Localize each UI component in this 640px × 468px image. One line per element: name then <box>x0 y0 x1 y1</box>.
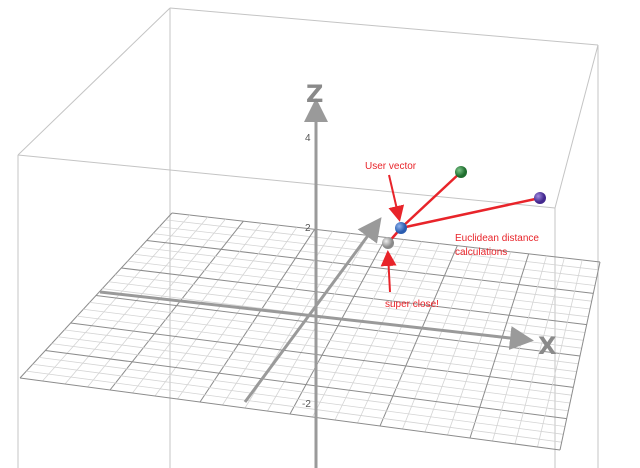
grid-line <box>32 363 564 435</box>
user-vector-sphere[interactable] <box>395 222 407 234</box>
grid-line <box>26 370 562 443</box>
grid-line <box>19 377 561 451</box>
grid-line <box>38 356 566 427</box>
user-vector-annotation: User vector <box>365 161 417 172</box>
grid-line <box>95 295 581 357</box>
y-axis <box>243 217 382 403</box>
euclidean-annotation-line1: Euclidean distance <box>455 233 539 244</box>
z-tick-label: 2 <box>305 223 311 234</box>
grid-line <box>537 259 583 448</box>
grid-line <box>312 239 405 418</box>
super-close-arrow <box>380 250 397 293</box>
grid-line <box>89 301 579 365</box>
z-tick-label: -2 <box>302 399 311 410</box>
grid-line <box>76 315 576 380</box>
grid-line <box>45 350 567 420</box>
x-axis <box>99 290 534 350</box>
z-tick-label: 4 <box>305 133 311 144</box>
green-point-sphere[interactable] <box>455 166 467 178</box>
close-point-sphere[interactable] <box>382 237 394 249</box>
grid-line <box>514 257 565 445</box>
xy-grid-plane <box>19 212 601 451</box>
grid-line <box>70 322 574 388</box>
axes: Z X 4 2 -2 <box>99 80 557 468</box>
super-close-annotation: super close! <box>385 299 439 310</box>
z-axis-label: Z <box>306 80 323 108</box>
purple-point-sphere[interactable] <box>534 192 546 204</box>
user-vector-arrow <box>388 174 405 222</box>
grid-line <box>559 261 601 451</box>
x-axis-label: X <box>538 332 557 360</box>
bounding-box <box>17 7 599 468</box>
euclidean-annotation-line2: calculations <box>455 247 507 258</box>
